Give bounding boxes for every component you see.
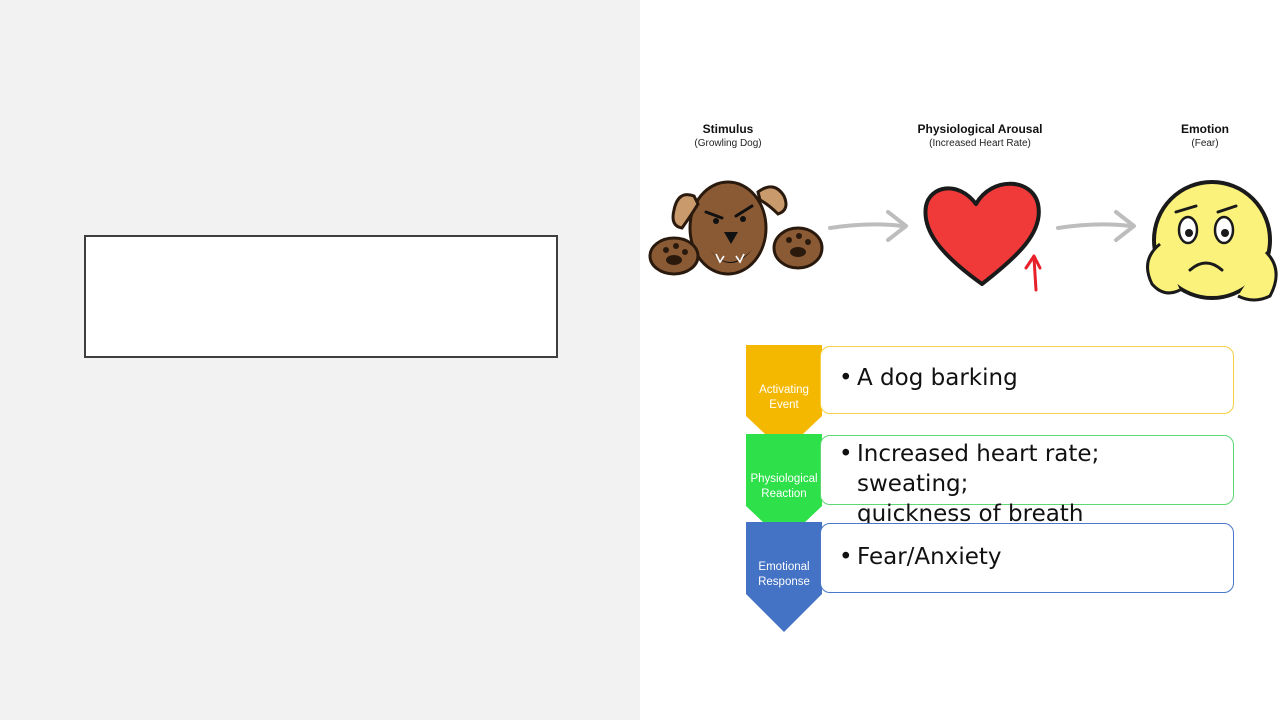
right-panel: Stimulus (Growling Dog) Physiological Ar… (640, 0, 1280, 720)
bullet: • (839, 365, 853, 391)
left-panel (0, 0, 640, 720)
flow-text: • Fear/Anxiety (839, 542, 1213, 572)
chevron-label-text: Activating Event (759, 384, 809, 411)
chevron-label-text: Emotional Response (758, 561, 810, 588)
flow-box: • Increased heart rate; sweating; quickn… (820, 435, 1234, 527)
chevron-label: Emotional Response (746, 560, 822, 590)
arrow-up-icon (1024, 254, 1042, 292)
chevron-label: Physiological Reaction (746, 472, 822, 502)
emotion-subtitle: (Fear) (1191, 138, 1219, 149)
chevron-label-text: Physiological Reaction (750, 473, 818, 500)
title-box (84, 235, 558, 358)
bullet: • (839, 544, 853, 570)
flow-text: • Increased heart rate; sweating; quickn… (839, 439, 1213, 529)
dog-icon (648, 180, 824, 276)
flow-text-body: A dog barking (857, 365, 1018, 391)
emotion-title: Emotion (1181, 122, 1229, 136)
flow-box: • Fear/Anxiety (820, 523, 1234, 593)
flow-box: • A dog barking (820, 346, 1234, 414)
illustration (648, 180, 1278, 302)
stimulus-title: Stimulus (702, 122, 754, 136)
bullet: • (839, 441, 853, 467)
arrow-right-icon (1056, 210, 1136, 242)
arrow-right-icon (828, 210, 908, 242)
flow-text-body: Increased heart rate; sweating; quicknes… (857, 441, 1100, 527)
arousal-subtitle: (Increased Heart Rate) (929, 138, 1031, 149)
arousal-heading: Physiological Arousal (Increased Heart R… (890, 122, 1070, 149)
flow-text-body: Fear/Anxiety (857, 544, 1002, 570)
chevron-label: Activating Event (746, 383, 822, 413)
flow-text: • A dog barking (839, 363, 1213, 393)
stimulus-heading: Stimulus (Growling Dog) (668, 122, 788, 149)
worried-face-icon (1146, 180, 1278, 302)
emotion-heading: Emotion (Fear) (1150, 122, 1260, 149)
heart-icon (923, 181, 1041, 286)
stimulus-subtitle: (Growling Dog) (694, 138, 762, 149)
arousal-title: Physiological Arousal (917, 122, 1043, 136)
